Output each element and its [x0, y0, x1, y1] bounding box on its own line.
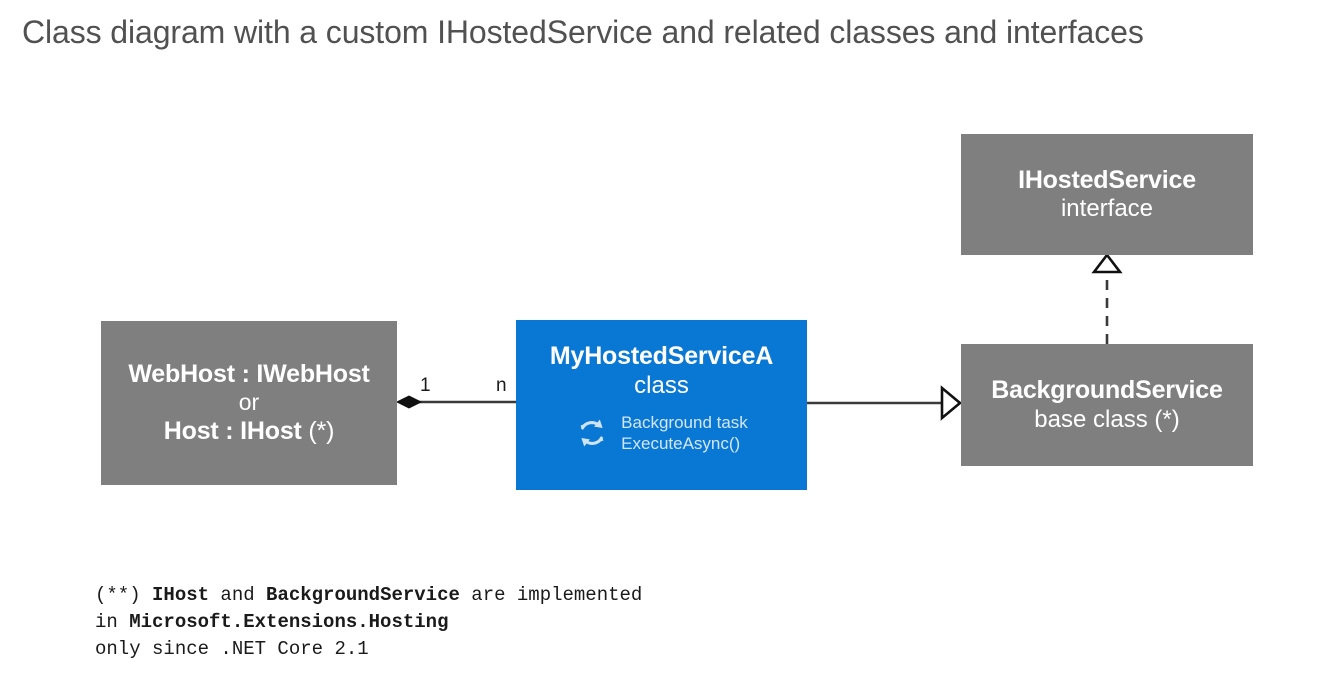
- class-box-webhost-alt: Host : IHost (*): [163, 416, 335, 447]
- cycle-arrow-head-top: [594, 419, 603, 428]
- footnote-line2-bold: Microsoft.Extensions.Hosting: [129, 610, 449, 633]
- class-box-backgroundservice-stereotype: base class (*): [1034, 405, 1180, 433]
- cycle-arrow-head-bottom: [581, 437, 591, 447]
- class-box-myhostedservicea[interactable]: MyHostedServiceA class Background task: [516, 320, 807, 490]
- background-task-text: Background task ExecuteAsync(): [621, 412, 748, 454]
- class-box-myhostedservicea-title: MyHostedServiceA: [549, 342, 774, 370]
- background-task-cycle-icon: [580, 419, 604, 447]
- filled-diamond-marker: [395, 395, 423, 409]
- class-box-myhostedservicea-stereotype: class: [634, 371, 689, 399]
- class-box-webhost-alt-bold: Host : IHost: [163, 416, 302, 445]
- footnote-line1-mid: and: [209, 584, 267, 606]
- multiplicity-target-label: n: [496, 375, 507, 396]
- cycle-tail-top-left: [580, 423, 588, 431]
- multiplicity-source-label: 1: [420, 375, 431, 396]
- background-task-line1: Background task: [621, 412, 748, 432]
- footnote-line2-pre: in: [95, 610, 130, 633]
- realization-connector: [1091, 252, 1123, 344]
- class-box-webhost[interactable]: WebHost : IWebHost or Host : IHost (*): [101, 321, 397, 485]
- footnote-line1-bold1: IHost: [152, 584, 210, 606]
- class-box-ihostedservice-stereotype: interface: [1060, 195, 1154, 223]
- page-title: Class diagram with a custom IHostedServi…: [22, 14, 1144, 50]
- class-box-ihostedservice[interactable]: IHostedService interface: [961, 134, 1253, 255]
- class-box-webhost-title: WebHost : IWebHost: [128, 359, 370, 388]
- footnote-line1-bold2: BackgroundService: [266, 584, 460, 606]
- class-box-backgroundservice-title: BackgroundService: [991, 376, 1223, 405]
- class-box-webhost-alt-note: (*): [301, 416, 335, 445]
- footnote-line3: only since .NET Core 2.1: [95, 637, 369, 660]
- class-box-backgroundservice[interactable]: BackgroundService base class (*): [961, 344, 1253, 466]
- composition-connector: [395, 395, 516, 409]
- hollow-triangle-marker-generalization: [940, 385, 963, 421]
- class-box-ihostedservice-title: IHostedService: [1018, 165, 1196, 194]
- footnote: (**) IHost and BackgroundService are imp…: [95, 582, 642, 663]
- generalization-connector: [807, 385, 963, 421]
- background-task-row: Background task ExecuteAsync(): [575, 412, 748, 454]
- background-task-line2: ExecuteAsync(): [621, 433, 741, 453]
- footnote-line1-post: are implemented: [459, 584, 643, 606]
- cycle-tail-bottom-right: [596, 435, 604, 443]
- class-box-webhost-or: or: [238, 389, 260, 416]
- hollow-triangle-marker-realization: [1091, 252, 1123, 274]
- footnote-line1-pre: (**): [95, 584, 153, 606]
